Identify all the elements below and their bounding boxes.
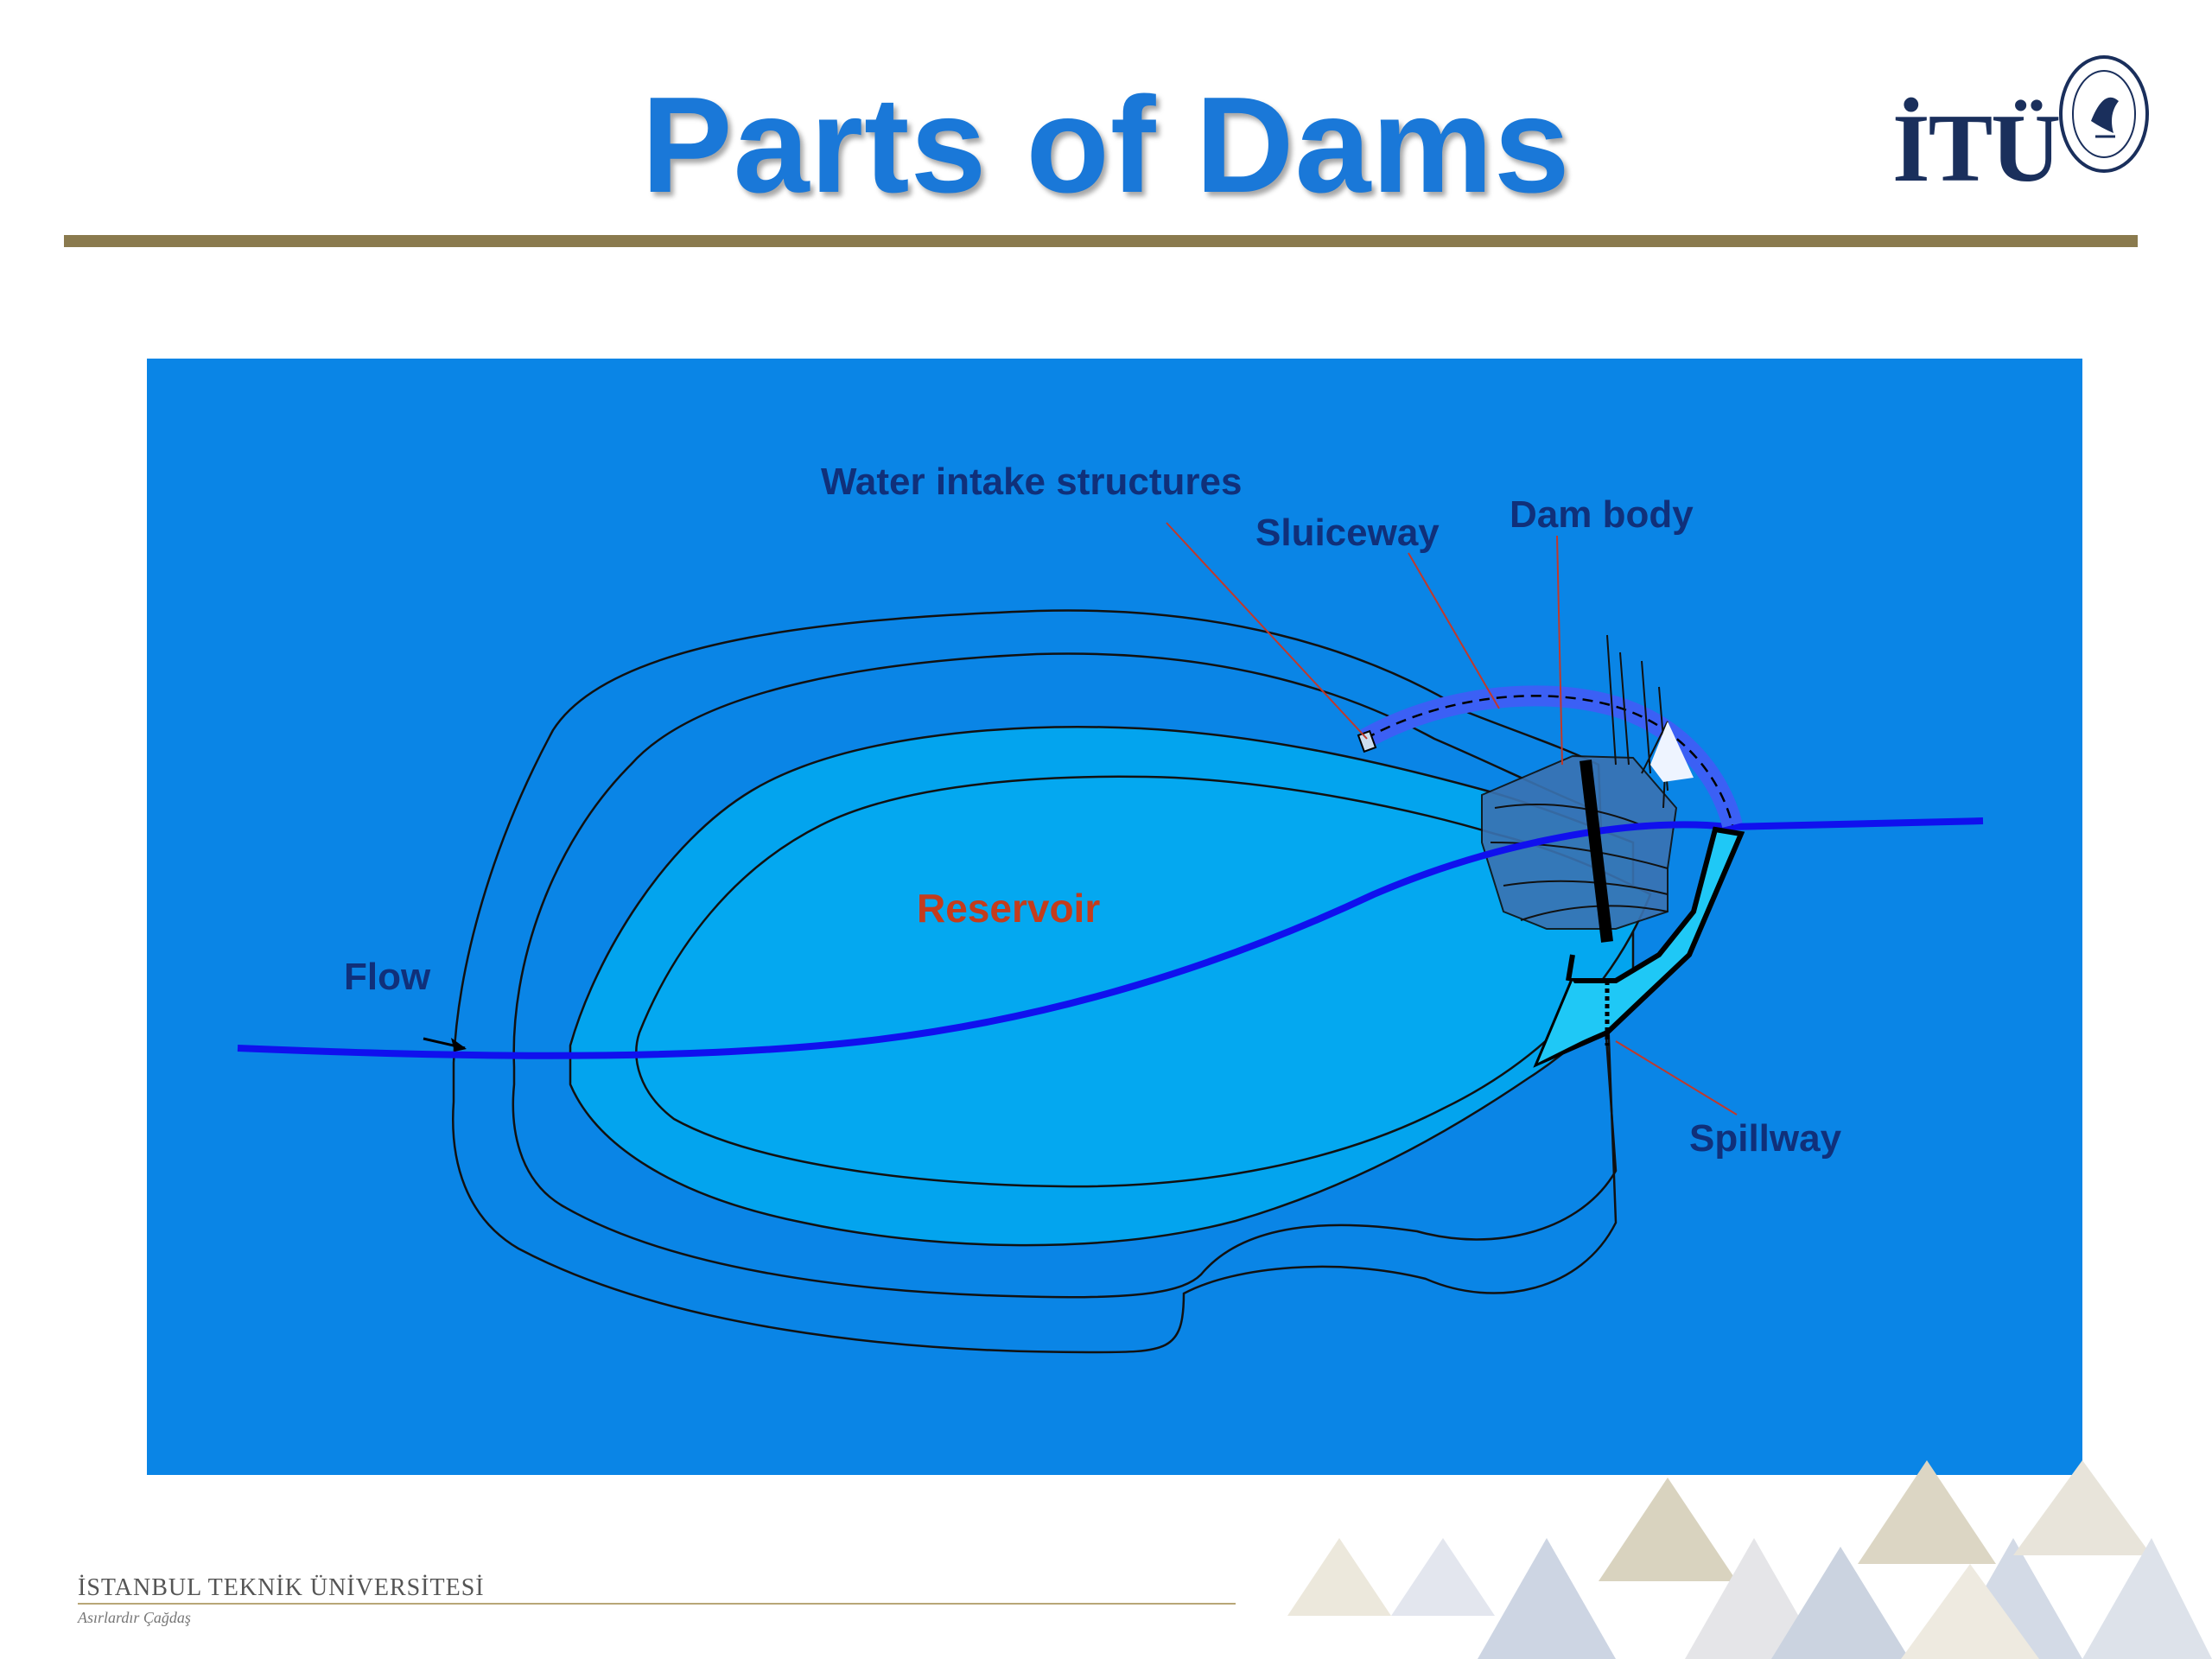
- leader-dam-body: [1556, 535, 1563, 766]
- leader-sluiceway: [1408, 552, 1500, 709]
- chute-lines: [1606, 634, 1669, 809]
- white-chute: [1650, 721, 1694, 782]
- logo-wordmark: İTÜ: [1892, 95, 2061, 202]
- seal-icon: [2059, 55, 2149, 173]
- spillway-left-edge: [1566, 954, 1575, 982]
- water-intake-box: [1357, 729, 1377, 753]
- decorative-triangles: [1287, 1460, 2212, 1659]
- leader-water-intake: [1166, 522, 1368, 740]
- label-sluiceway: Sluiceway: [1255, 512, 1440, 554]
- label-dam-body: Dam body: [1510, 493, 1694, 536]
- flow-arrow-head: [451, 1038, 467, 1052]
- title-divider: [64, 235, 2138, 247]
- dam-contours: [1490, 804, 1669, 921]
- label-flow: Flow: [344, 956, 431, 998]
- label-water-intake: Water intake structures: [821, 461, 1242, 503]
- footer-university-name: İSTANBUL TEKNİK ÜNİVERSİTESİ: [78, 1574, 485, 1601]
- dam-axis: [1580, 760, 1613, 943]
- page-title: Parts of Dams: [641, 69, 1571, 221]
- sluiceway-dashed-edge: [1364, 695, 1734, 826]
- footer-divider: [78, 1603, 1236, 1605]
- itu-logo: İTÜ: [1892, 54, 2152, 202]
- river-line: [237, 817, 1984, 1059]
- label-reservoir: Reservoir: [917, 886, 1100, 931]
- contour-line-2: [512, 652, 1618, 1299]
- spillway-chute: [1538, 981, 1607, 1063]
- leader-spillway: [1615, 1040, 1738, 1116]
- label-spillway: Spillway: [1689, 1117, 1842, 1160]
- contour-line-outer: [452, 609, 1618, 1354]
- dam-diagram: Water intake structures Sluiceway Dam bo…: [147, 359, 2082, 1475]
- footer-motto: Asırlardır Çağdaş: [78, 1609, 191, 1626]
